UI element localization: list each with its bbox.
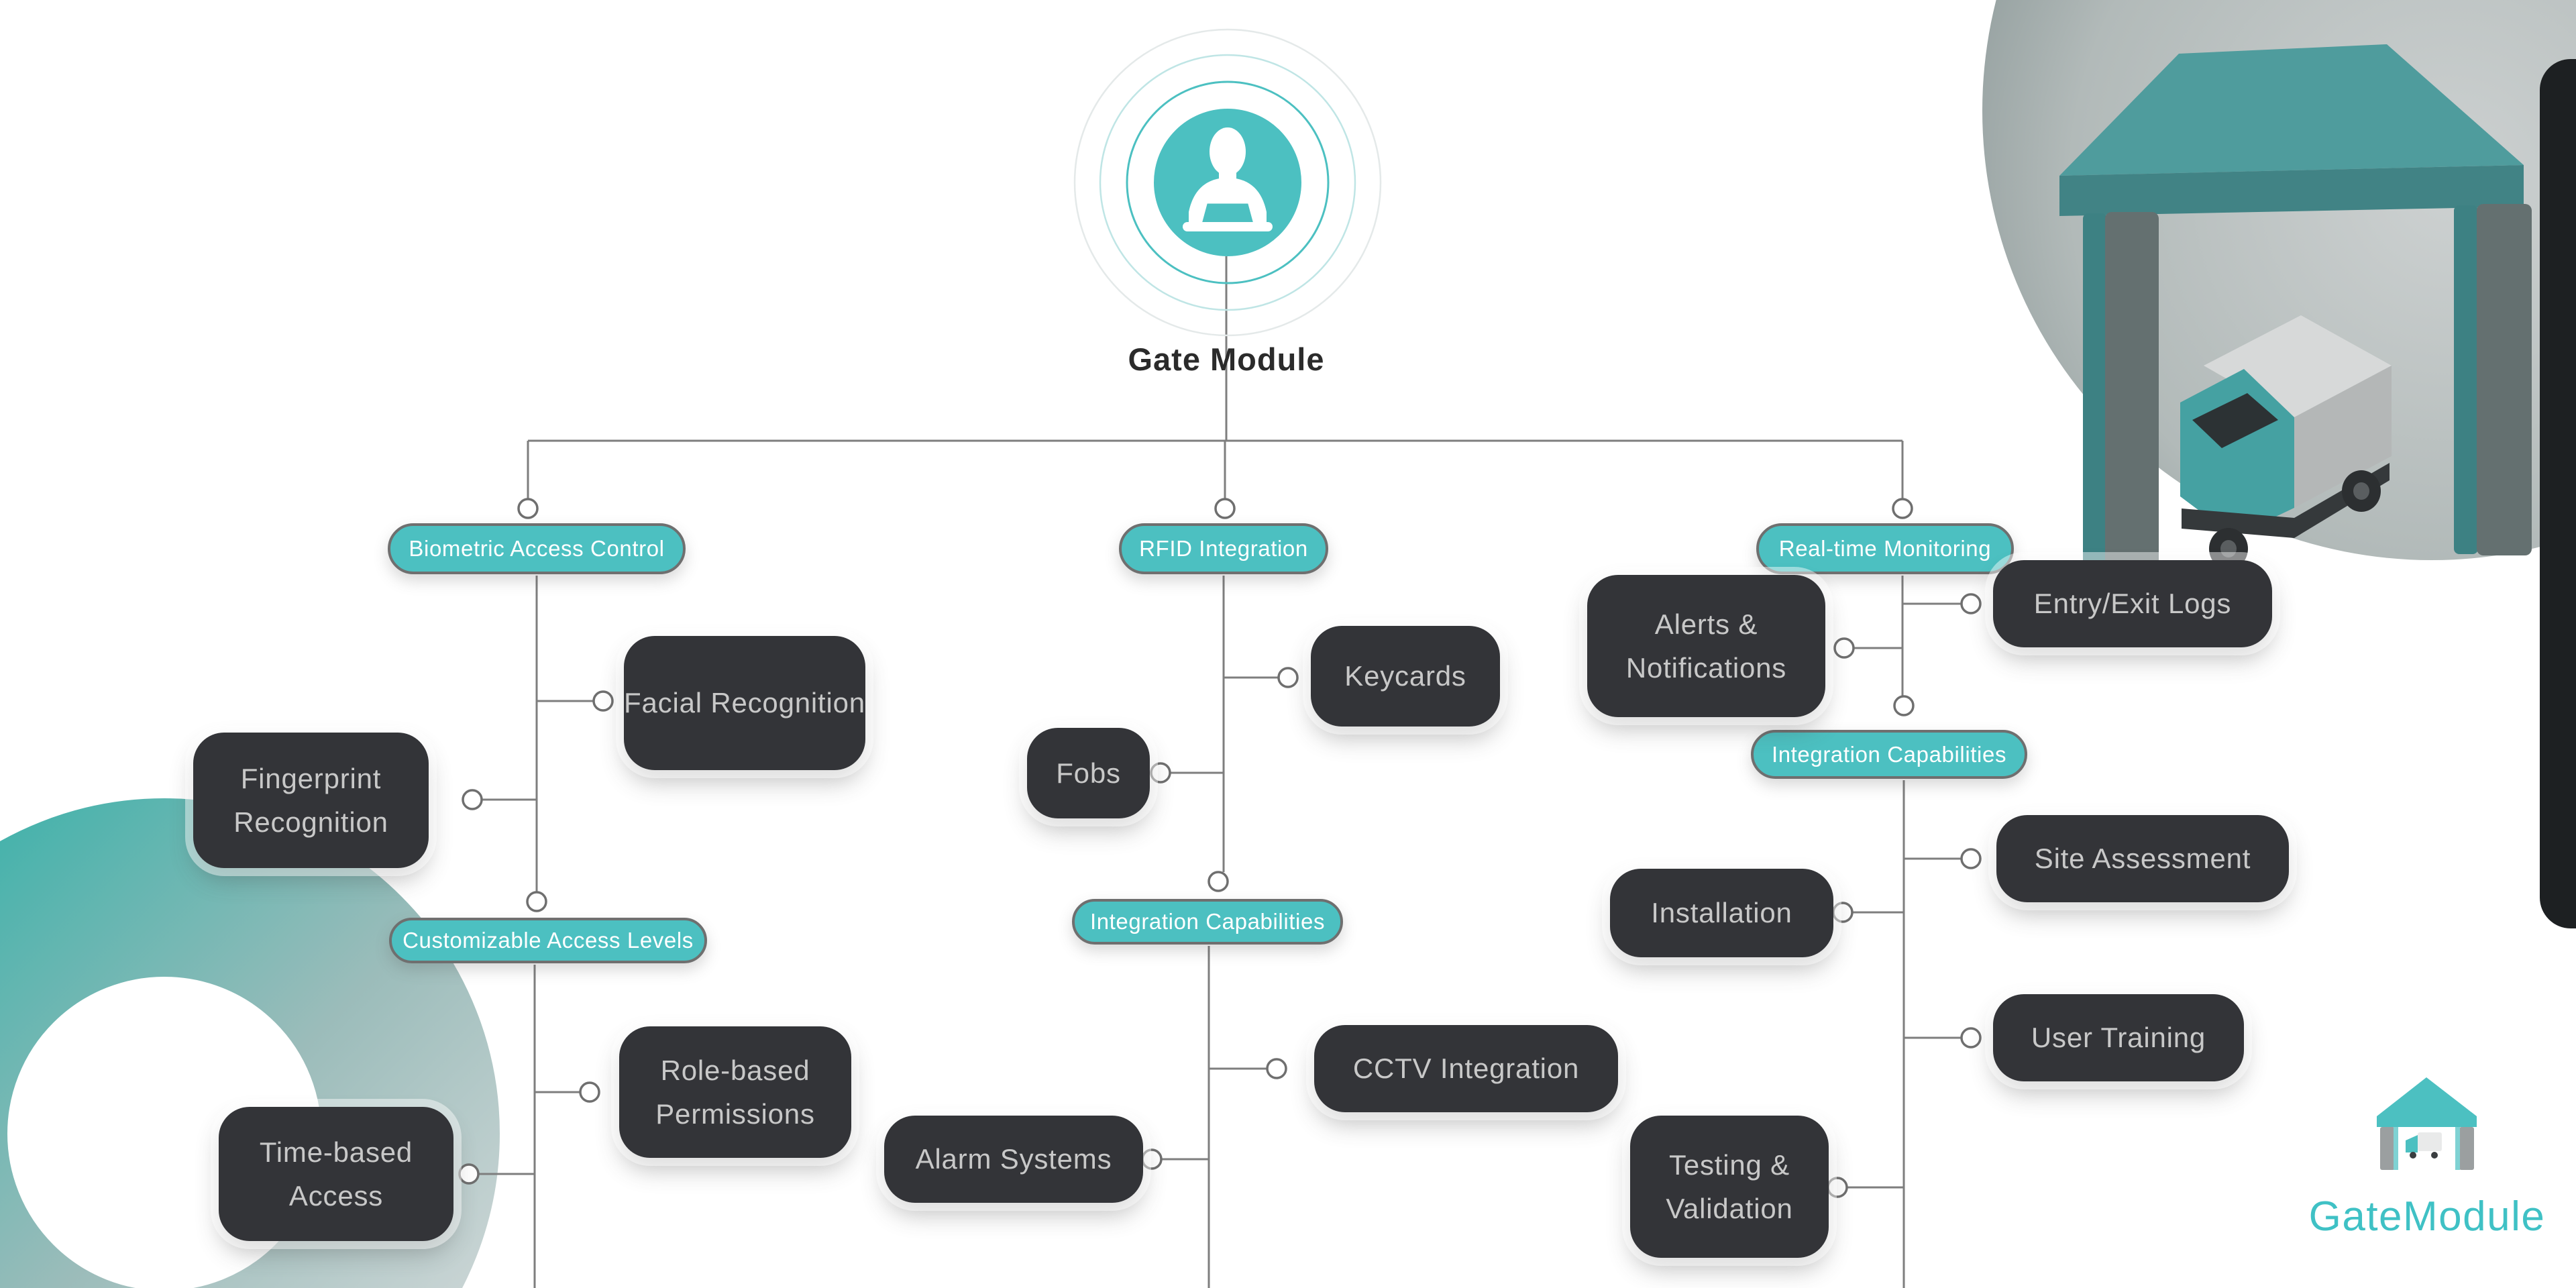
leaf-node-alerts-notifications: Alerts & Notifications [1587,575,1825,717]
leaf-node-facial-recognition: Facial Recognition [624,636,865,770]
leaf-node-time-based-access: Time-based Access [219,1107,453,1241]
branch-pill-customizable-access-levels: Customizable Access Levels [389,918,707,963]
right-edge-panel [2540,59,2576,928]
leaf-node-installation: Installation [1610,869,1833,957]
branch-pill-biometric-access-control: Biometric Access Control [388,523,686,574]
gate-illustration [2059,44,2532,569]
truck-illustration [2180,315,2392,570]
connector-dots [458,498,1982,1198]
root-node-label: Gate Module [1128,341,1325,377]
branch-pill-rfid-integration: RFID Integration [1119,523,1328,574]
leaf-node-site-assessment: Site Assessment [1996,815,2289,902]
hero-illustration [1982,0,2576,570]
branch-pill-real-time-monitoring: Real-time Monitoring [1756,523,2014,574]
leaf-node-cctv-integration: CCTV Integration [1314,1025,1618,1112]
connector-lines [478,256,1962,1288]
leaf-node-testing-validation: Testing & Validation [1630,1116,1829,1258]
branch-pill-integration-capabilities-right: Integration Capabilities [1751,730,2027,779]
leaf-node-entry-exit-logs: Entry/Exit Logs [1993,560,2272,647]
leaf-node-alarm-systems: Alarm Systems [884,1116,1143,1203]
leaf-node-keycards: Keycards [1311,626,1500,727]
leaf-node-role-based-permissions: Role-based Permissions [619,1026,851,1158]
leaf-node-fingerprint-recognition: Fingerprint Recognition [193,733,429,868]
leaf-node-user-training: User Training [1993,994,2244,1081]
logo-icon [2377,1077,2477,1170]
logo-truck-icon [2406,1132,2442,1159]
person-at-laptop-icon [1183,127,1273,231]
root-node [1073,28,1382,337]
leaf-node-fobs: Fobs [1027,728,1150,818]
branch-pill-integration-capabilities-center: Integration Capabilities [1072,899,1343,945]
logo-wordmark: GateModule [2308,1193,2546,1240]
